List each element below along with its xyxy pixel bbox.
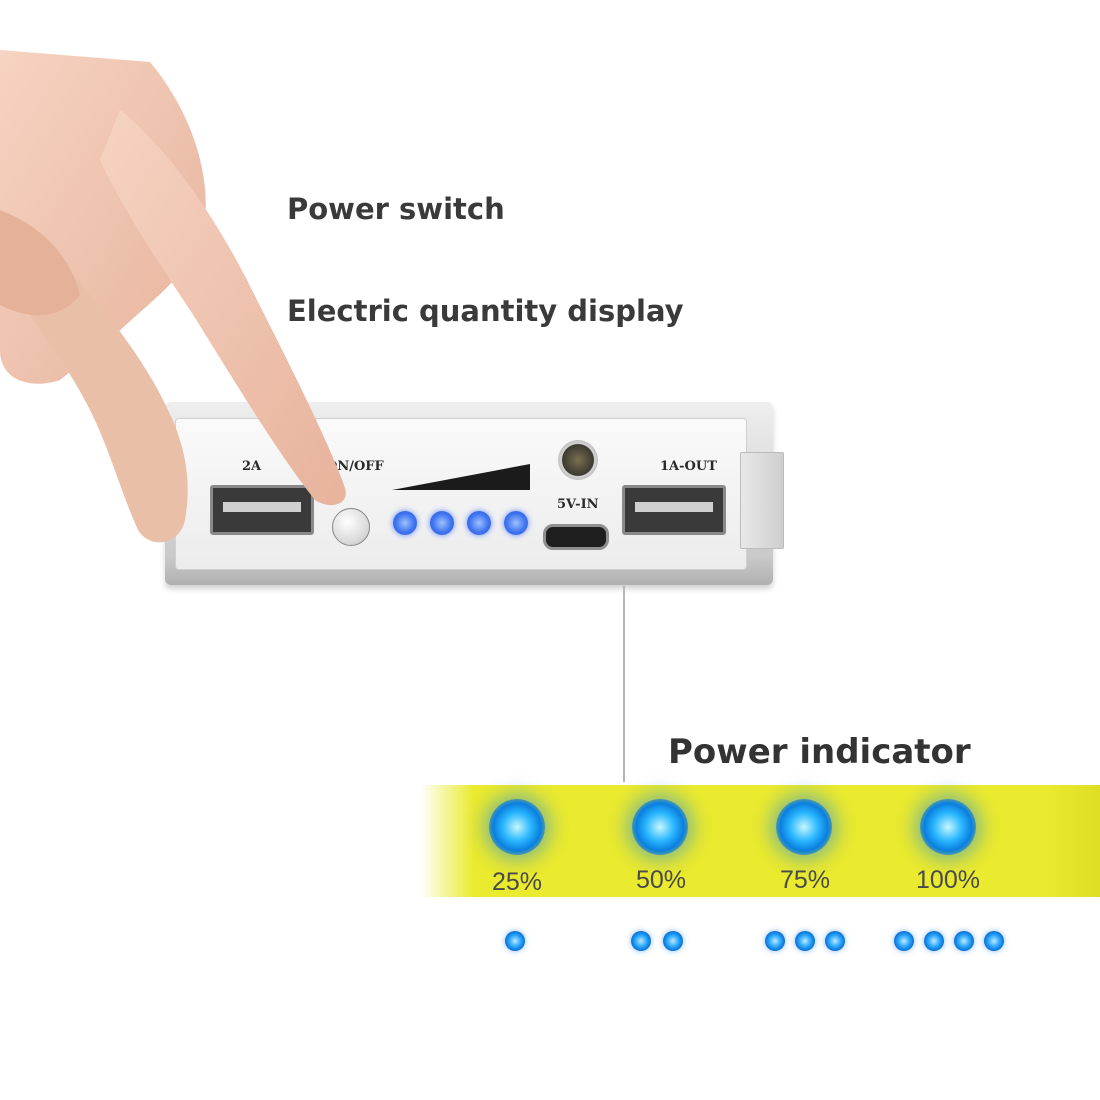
dot-100-1 [894, 931, 914, 951]
dot-100-4 [984, 931, 1004, 951]
percent-label-100: 100% [916, 866, 980, 894]
connector-line [623, 586, 625, 782]
percent-label-75: 75% [779, 866, 831, 894]
led-4 [504, 511, 528, 535]
level-led-75 [776, 799, 832, 855]
dot-75-3 [825, 931, 845, 951]
port-left-label: 2A [242, 459, 262, 474]
dot-75-2 [795, 931, 815, 951]
dot-75-1 [765, 931, 785, 951]
usb-port-1a[interactable] [622, 485, 726, 535]
level-led-100 [920, 799, 976, 855]
power-switch-label: Power switch [287, 192, 505, 226]
usb-port-2a[interactable] [210, 485, 314, 535]
dot-25-1 [505, 931, 525, 951]
port-right-label: 1A-OUT [660, 459, 717, 474]
percent-label-50: 50% [635, 866, 687, 894]
input-label: 5V-IN [557, 497, 599, 512]
power-indicator-label: Power indicator [668, 732, 971, 772]
level-led-25 [489, 799, 545, 855]
battery-level-wedge [392, 464, 530, 490]
dot-100-3 [954, 931, 974, 951]
level-led-50 [632, 799, 688, 855]
hand-pointing [0, 50, 346, 543]
micro-usb-port[interactable] [543, 524, 609, 550]
led-1 [393, 511, 417, 535]
led-2 [430, 511, 454, 535]
power-button[interactable] [332, 508, 370, 546]
charge-jack [558, 440, 598, 480]
dot-50-2 [663, 931, 683, 951]
led-3 [467, 511, 491, 535]
dot-50-1 [631, 931, 651, 951]
switch-label: ON/OFF [326, 459, 384, 474]
percent-label-25: 25% [491, 868, 543, 896]
dot-100-2 [924, 931, 944, 951]
electric-quantity-display-label: Electric quantity display [287, 294, 684, 328]
power-bank-end-cap [740, 452, 784, 549]
